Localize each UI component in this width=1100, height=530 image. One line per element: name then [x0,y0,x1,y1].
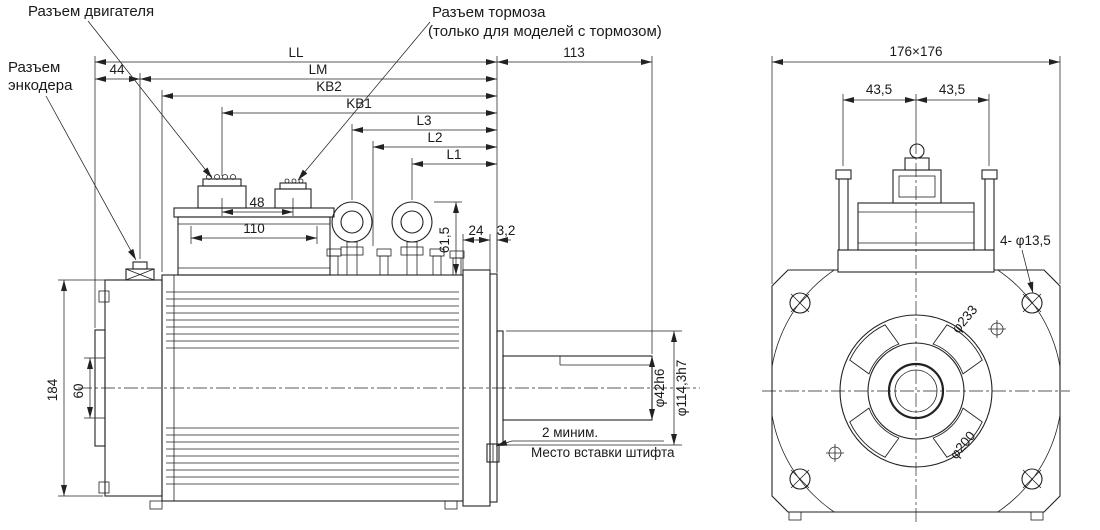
front-view [771,143,1061,521]
foot-stud-front [444,500,458,510]
encoder-connector-label-2: энкодера [8,77,73,94]
tapped-hole-top-right [988,320,1006,338]
foot-stud-rear [149,500,163,510]
dim-43-5-right: 43,5 [939,82,965,97]
dim-44: 44 [109,62,125,77]
flange-square [771,269,1061,513]
dim-113: 113 [563,45,585,60]
pin-place-label: Место вставки штифта [531,445,675,460]
encoder-connector-label-1: Разъем [8,59,60,76]
dim-KB2: KB2 [316,79,342,94]
side-view-dimensions: LL 113 44 LM KB2 KB1 L3 L2 L1 48 110 61,… [45,45,689,497]
tapped-hole-bottom-left [826,444,844,462]
stud-left [838,178,849,251]
stud-cap-left [835,169,852,180]
dim-LM: LM [309,62,328,77]
dim-176x176: 176×176 [890,44,943,59]
dim-bolt-circle: φ233 [949,302,981,336]
dim-L1: L1 [446,147,461,162]
encoder-connector [125,261,155,281]
dim-LL: LL [288,45,304,60]
brake-connector-label: Разъем тормоза [432,4,546,21]
eyebolt-left [331,201,373,276]
dim-60: 60 [71,383,86,398]
front-foot-left [788,511,802,521]
encoder-connector-leader [45,95,137,261]
front-view-dimensions: 176×176 43,5 43,5 4- φ13,5 φ233 φ200 [771,44,1061,462]
mounting-hole-top-left [789,292,811,314]
mounting-hole-bottom-left [789,468,811,490]
front-connector-assembly [835,143,998,273]
terminal-box [173,207,335,276]
connector-dome [909,143,925,159]
stud-right [984,178,995,251]
brake-connector-note: (только для моделей с тормозом) [428,23,662,40]
eyebolt-right [391,201,433,276]
dim-184: 184 [45,378,60,401]
dowel-pin [486,443,500,463]
motor-body [149,274,464,510]
pin-leader [495,439,664,447]
motor-connector-label: Разъем двигателя [28,3,154,20]
dim-110: 110 [243,221,265,236]
dim-L3: L3 [416,113,431,128]
side-view-callouts: Разъем двигателя Разъем тормоза (только … [8,3,675,460]
dim-KB1: KB1 [346,96,372,111]
rear-bolt-top [98,290,110,303]
mounting-hole-top-right [1021,292,1043,314]
front-foot-right [1030,511,1044,521]
dim-61-5: 61,5 [437,227,452,253]
cooling-fins-upper [166,291,459,349]
pin-min-label: 2 миним. [542,425,598,440]
mounting-hole-bottom-right [1021,468,1043,490]
stud-cap-right [981,169,998,180]
dim-3-2: 3,2 [497,223,516,238]
centerlines [78,140,1070,524]
motor-connector-leader [87,20,213,179]
dim-pilot: φ200 [947,428,979,462]
dim-48: 48 [249,195,264,210]
dim-43-5-left: 43,5 [866,82,892,97]
connector-tower [892,169,942,204]
brake-connector-leader [297,21,431,181]
holes-leader [1021,249,1034,294]
dim-L2: L2 [427,130,442,145]
dim-4-holes: 4- φ13,5 [1000,233,1051,248]
rear-bolt-bottom [98,481,110,494]
cooling-fins-lower [166,427,459,485]
dim-24: 24 [468,223,484,238]
